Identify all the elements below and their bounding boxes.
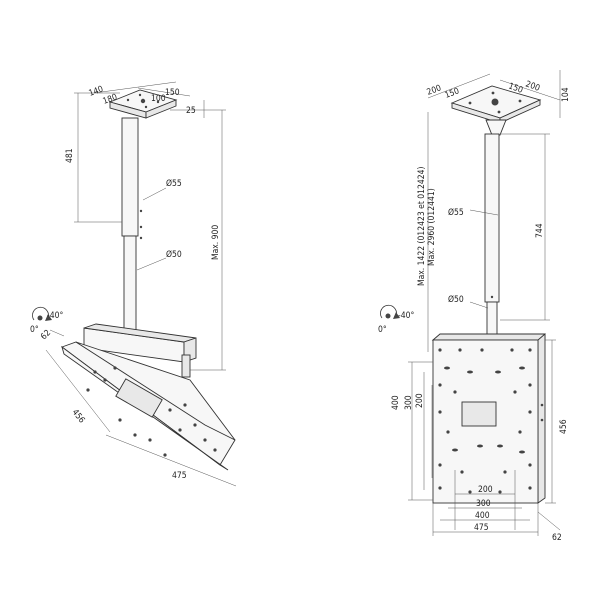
right-dim-v200: 200 [415,393,425,408]
right-dim-744: 744 [535,223,545,238]
right-upper-tube [484,133,500,303]
left-dim-100: 100 [151,94,166,104]
left-dim-d55: Ø55 [166,178,182,189]
left-vesa-plate [61,341,236,471]
right-dim-62: 62 [552,533,562,543]
left-upper-tube [121,117,143,240]
left-dim-456: 456 [70,408,87,426]
right-dim-h200: 200 [478,485,493,495]
left-mount-drawing: 140 180 150 100 25 481 Max. 900 Ø55 Ø50 … [30,81,237,487]
left-dim-180: 180 [102,92,119,106]
left-tilt-0: 0° [30,325,39,335]
right-tilt-rotation-icon [380,304,400,319]
right-vesa-panel [431,333,546,504]
left-dim-481: 481 [65,148,75,163]
right-mount-drawing: 200 150 150 200 104 Max. 1422 (012423 et… [378,70,571,543]
right-dim-h475: 475 [474,523,489,533]
right-dim-max-1422: Max. 1422 (012423 et 012424) [417,167,427,286]
left-dim-25: 25 [186,106,196,116]
right-dim-h400: 400 [475,511,490,521]
right-dim-456: 456 [559,419,569,434]
right-dim-d55: Ø55 [448,207,464,218]
left-dim-d50: Ø50 [166,249,182,260]
right-vesa-holes [438,348,544,494]
right-tilt-0: 0° [378,325,387,335]
right-dim-max-2960: Max. 2960 (012441) [427,188,437,266]
right-dim-150-left: 150 [444,86,461,100]
left-dim-475: 475 [172,471,187,481]
right-dim-200-right: 200 [524,79,541,93]
right-dim-v400: 400 [391,395,401,410]
left-tilt-rotation-icon [32,306,52,321]
left-tilt-bracket [83,323,197,378]
right-dim-104: 104 [561,87,571,102]
left-vesa-holes [86,366,217,457]
right-dim-d50: Ø50 [448,294,464,305]
right-dim-200-left: 200 [426,83,443,97]
right-dim-150-right: 150 [507,81,524,95]
left-dim-150: 150 [165,88,180,98]
right-dim-h300: 300 [476,499,491,509]
left-ceiling-plate [108,89,178,119]
left-dim-140: 140 [88,84,105,98]
left-dimension-lines [45,81,237,487]
right-tilt-40: -40° [398,311,414,321]
right-ceiling-plate [450,85,542,136]
left-tilt-40: -40° [47,311,63,321]
right-dim-v300: 300 [404,395,414,410]
right-dimension-lines [408,70,561,536]
left-dim-max-900: Max. 900 [211,225,221,260]
